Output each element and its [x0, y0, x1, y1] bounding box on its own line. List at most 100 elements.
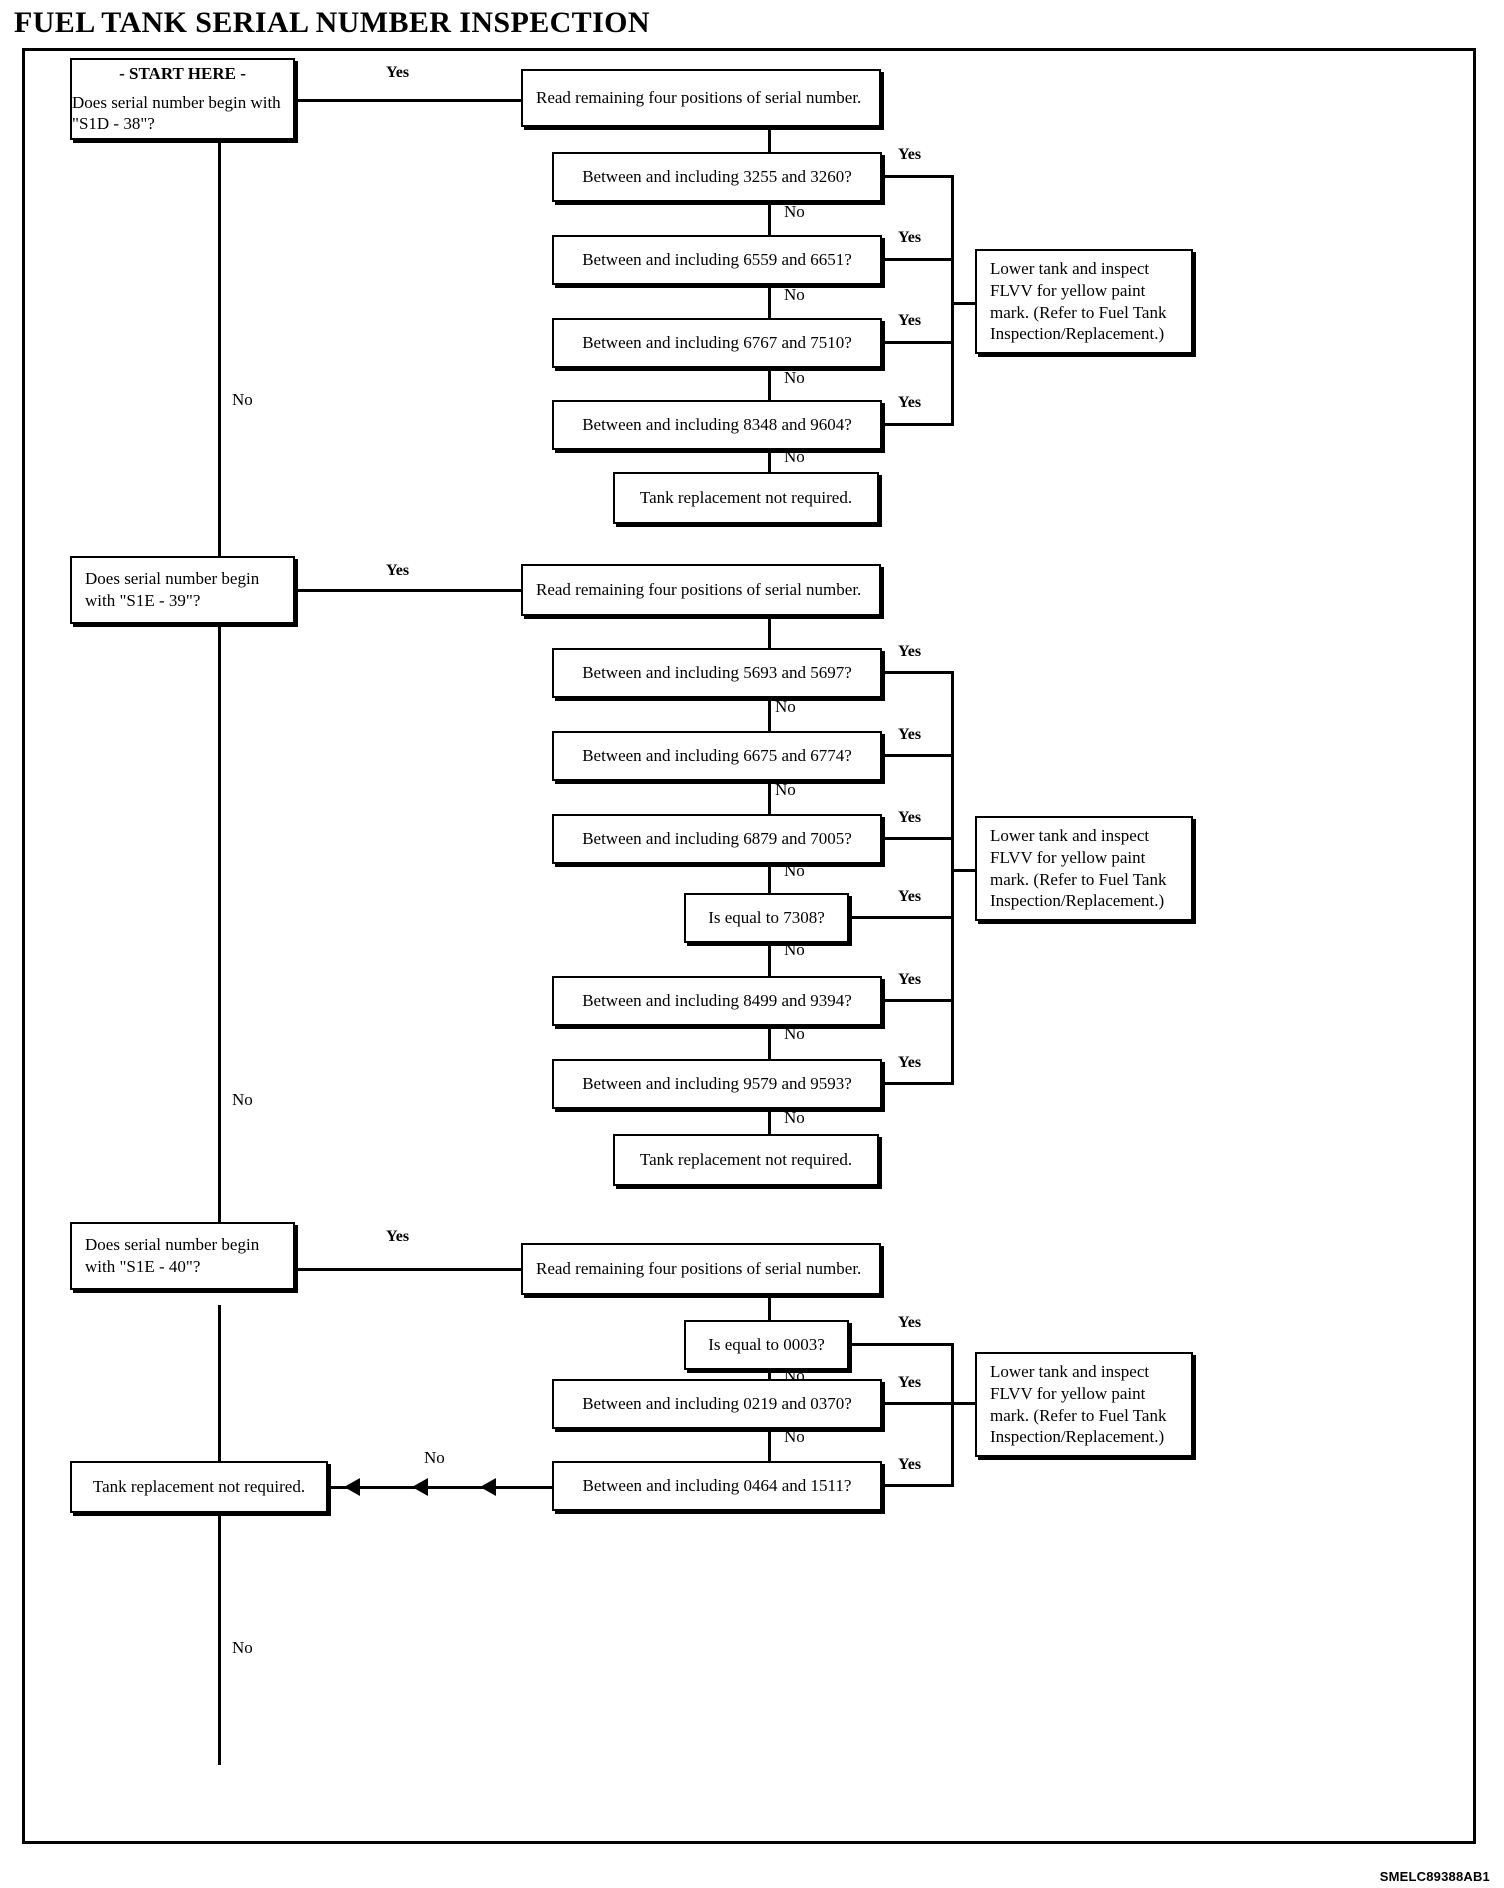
- s1-decision-4-text: Between and including 8348 and 9604?: [582, 415, 852, 435]
- s1-decision-3[interactable]: Between and including 6767 and 7510?: [552, 318, 882, 368]
- s2-terminal-box[interactable]: Tank replacement not required.: [613, 1134, 879, 1186]
- start-question: Does serial number begin with "S1D - 38"…: [72, 92, 281, 134]
- s1-decision-1[interactable]: Between and including 3255 and 3260?: [552, 152, 882, 202]
- s2-d5-yes-line: [882, 999, 954, 1002]
- s2-d6-yes-label: Yes: [898, 1054, 922, 1071]
- s3-d2-to-d3: [768, 1429, 771, 1463]
- s2-bus-to-action: [951, 869, 977, 872]
- s1-d3-yes-line: [882, 341, 954, 344]
- s2-d1-yes-label: Yes: [898, 643, 922, 660]
- s3-decision-3-text: Between and including 0464 and 1511?: [582, 1476, 852, 1496]
- s2-action-box[interactable]: Lower tank and inspect FLVV for yellow p…: [975, 816, 1193, 921]
- spine-main: [218, 140, 221, 1250]
- s3-question-box[interactable]: Does serial number begin with "S1E - 40"…: [70, 1222, 295, 1290]
- s3-decision-1[interactable]: Is equal to 0003?: [684, 1320, 849, 1370]
- s2-d1-no-label: No: [775, 697, 796, 716]
- spine-no-label-3: No: [232, 1638, 253, 1657]
- s2-d1-to-d2: [768, 698, 771, 733]
- s3-decision-3[interactable]: Between and including 0464 and 1511?: [552, 1461, 882, 1511]
- s3-decision-1-text: Is equal to 0003?: [708, 1335, 825, 1355]
- s2-d6-no-label: No: [784, 1108, 805, 1127]
- s1-d2-yes-label: Yes: [898, 229, 922, 246]
- s1-d2-no-label: No: [784, 285, 805, 304]
- s2-decision-2[interactable]: Between and including 6675 and 6774?: [552, 731, 882, 781]
- s1-decision-3-text: Between and including 6767 and 7510?: [582, 333, 852, 353]
- s1-decision-1-text: Between and including 3255 and 3260?: [582, 167, 852, 187]
- s1-action-box[interactable]: Lower tank and inspect FLVV for yellow p…: [975, 249, 1193, 354]
- s1-read-box[interactable]: Read remaining four positions of serial …: [521, 69, 881, 127]
- s3-d2-yes-label: Yes: [898, 1374, 922, 1391]
- s3-decision-2-text: Between and including 0219 and 0370?: [582, 1394, 852, 1414]
- s2-decision-1-text: Between and including 5693 and 5697?: [582, 663, 852, 683]
- s2-d4-yes-label: Yes: [898, 888, 922, 905]
- s2-read-box[interactable]: Read remaining four positions of serial …: [521, 564, 881, 616]
- s2-terminal-text: Tank replacement not required.: [639, 1150, 853, 1170]
- s2-decision-6[interactable]: Between and including 9579 and 9593?: [552, 1059, 882, 1109]
- s1-yes-connector: [295, 99, 525, 102]
- s3-d3-yes-label: Yes: [898, 1456, 922, 1473]
- s1-d2-yes-line: [882, 258, 954, 261]
- s1-d1-yes-label: Yes: [898, 146, 922, 163]
- s3-read-box[interactable]: Read remaining four positions of serial …: [521, 1243, 881, 1295]
- s3-decision-2[interactable]: Between and including 0219 and 0370?: [552, 1379, 882, 1429]
- s3-d2-no-label: No: [784, 1427, 805, 1446]
- s2-decision-6-text: Between and including 9579 and 9593?: [582, 1074, 852, 1094]
- start-box[interactable]: - START HERE - Does serial number begin …: [70, 58, 295, 140]
- spine-no-label-2: No: [232, 1090, 253, 1109]
- s2-d6-to-terminal: [768, 1109, 771, 1135]
- s1-read-to-d1: [768, 127, 771, 154]
- s2-read-to-d1: [768, 616, 771, 650]
- s2-decision-5-text: Between and including 8499 and 9394?: [582, 991, 852, 1011]
- s2-d5-yes-label: Yes: [898, 971, 922, 988]
- s2-d4-no-label: No: [784, 940, 805, 959]
- s3-yes-connector: [295, 1268, 525, 1271]
- s3-terminal-text: Tank replacement not required.: [92, 1477, 306, 1497]
- s1-action-text: Lower tank and inspect FLVV for yellow p…: [990, 259, 1167, 344]
- s2-d4-to-d5: [768, 943, 771, 978]
- s2-d2-no-label: No: [775, 780, 796, 799]
- s3-no-return-label: No: [424, 1448, 445, 1467]
- arrow-left-3-icon: [480, 1478, 496, 1496]
- s2-action-text: Lower tank and inspect FLVV for yellow p…: [990, 826, 1167, 911]
- arrow-left-1-icon: [344, 1478, 360, 1496]
- s3-question-text: Does serial number begin with "S1E - 40"…: [85, 1235, 260, 1276]
- s2-d3-to-d4: [768, 864, 771, 896]
- s2-d3-yes-line: [882, 837, 954, 840]
- s2-decision-4[interactable]: Is equal to 7308?: [684, 893, 849, 943]
- s1-d3-no-label: No: [784, 368, 805, 387]
- s3-action-box[interactable]: Lower tank and inspect FLVV for yellow p…: [975, 1352, 1193, 1457]
- s2-d2-yes-label: Yes: [898, 726, 922, 743]
- s1-d4-no-label: No: [784, 447, 805, 466]
- s3-terminal-box[interactable]: Tank replacement not required.: [70, 1461, 328, 1513]
- s2-yes-bus: [951, 671, 954, 1085]
- s2-question-text: Does serial number begin with "S1E - 39"…: [85, 569, 260, 610]
- s2-decision-1[interactable]: Between and including 5693 and 5697?: [552, 648, 882, 698]
- s2-d1-yes-line: [882, 671, 954, 674]
- s3-read-text: Read remaining four positions of serial …: [536, 1259, 862, 1279]
- s1-d2-to-d3: [768, 285, 771, 321]
- s1-decision-2[interactable]: Between and including 6559 and 6651?: [552, 235, 882, 285]
- s3-d3-yes-line: [882, 1484, 954, 1487]
- s1-terminal-box[interactable]: Tank replacement not required.: [613, 472, 879, 524]
- document-code: SMELC89388AB1: [1379, 1869, 1490, 1884]
- s1-terminal-text: Tank replacement not required.: [639, 488, 853, 508]
- page-title: FUEL TANK SERIAL NUMBER INSPECTION: [14, 6, 650, 39]
- s1-decision-4[interactable]: Between and including 8348 and 9604?: [552, 400, 882, 450]
- s1-yes-label: Yes: [386, 64, 410, 81]
- s2-d5-to-d6: [768, 1026, 771, 1062]
- s1-d1-to-d2: [768, 202, 771, 238]
- s1-d3-to-d4: [768, 368, 771, 404]
- s2-question-box[interactable]: Does serial number begin with "S1E - 39"…: [70, 556, 295, 624]
- s2-decision-2-text: Between and including 6675 and 6774?: [582, 746, 852, 766]
- s2-yes-connector: [295, 589, 525, 592]
- s2-decision-3[interactable]: Between and including 6879 and 7005?: [552, 814, 882, 864]
- s3-d1-yes-line: [849, 1343, 954, 1346]
- s2-decision-5[interactable]: Between and including 8499 and 9394?: [552, 976, 882, 1026]
- s3-read-to-d1: [768, 1295, 771, 1322]
- s2-d2-yes-line: [882, 754, 954, 757]
- s2-decision-4-text: Is equal to 7308?: [708, 908, 825, 928]
- spine-lower: [218, 1305, 221, 1765]
- s1-yes-bus: [951, 175, 954, 426]
- s2-yes-label: Yes: [386, 562, 410, 579]
